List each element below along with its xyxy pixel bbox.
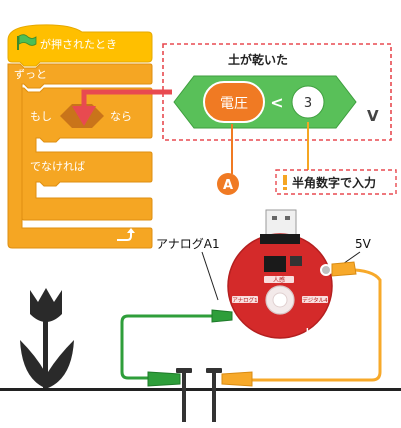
- operator-symbol: <: [270, 93, 283, 112]
- green-clip-board: [211, 309, 233, 323]
- green-flag-icon: [17, 34, 37, 50]
- threshold-value: 3: [304, 96, 312, 111]
- five-volt-label: 5V: [355, 237, 372, 251]
- voltage-reporter[interactable]: [203, 81, 265, 123]
- a-badge-label: A: [223, 178, 233, 193]
- a-badge: [217, 173, 239, 195]
- board-brand: ko: [306, 327, 317, 336]
- threshold-input[interactable]: [291, 85, 325, 119]
- note-box: [275, 169, 397, 195]
- hat-block[interactable]: [7, 24, 153, 67]
- else-label: でなければ: [30, 160, 85, 173]
- condition-title: 土が乾いた: [228, 52, 288, 67]
- five-volt-pad: [320, 264, 332, 276]
- insert-arrow: [72, 89, 172, 126]
- chip-main: [264, 256, 286, 272]
- loop-arrow-icon: [117, 228, 135, 241]
- voltage-reporter-label: 電圧: [220, 96, 248, 112]
- green-wire: [120, 314, 218, 380]
- block-stack: が押されたとき ずっと もし なら でなければ: [7, 24, 153, 249]
- note-text: 半角数字で入力: [292, 175, 376, 190]
- hat-label: が押されたとき: [40, 37, 117, 51]
- human-sensor-label: 人感: [273, 276, 285, 284]
- sensor-board: 人感 アナログ1 デジタル4 ko: [220, 209, 333, 339]
- orange-wire: [240, 268, 382, 382]
- analog-a1-label: アナログA1: [156, 237, 220, 251]
- warning-icon: [283, 175, 287, 185]
- condition-callout-frame: [162, 43, 392, 141]
- green-clip-screw: [147, 371, 181, 387]
- soil-line: [0, 388, 401, 391]
- unit-label: V: [367, 107, 379, 125]
- analog-pad-label: アナログ1: [232, 296, 257, 304]
- chip-top: [260, 234, 300, 244]
- if-else-block[interactable]: [21, 87, 153, 221]
- forever-label: ずっと: [14, 68, 47, 81]
- orange-clip-board: [331, 261, 357, 277]
- then-label: なら: [110, 110, 132, 123]
- if-label: もし: [30, 110, 52, 123]
- tulip-icon: [20, 288, 74, 388]
- orange-clip-screw: [221, 371, 253, 387]
- forever-block[interactable]: [7, 63, 153, 249]
- digital-pad-label: デジタル4: [302, 296, 328, 304]
- screw-right: [206, 368, 222, 422]
- screw-left: [176, 368, 192, 422]
